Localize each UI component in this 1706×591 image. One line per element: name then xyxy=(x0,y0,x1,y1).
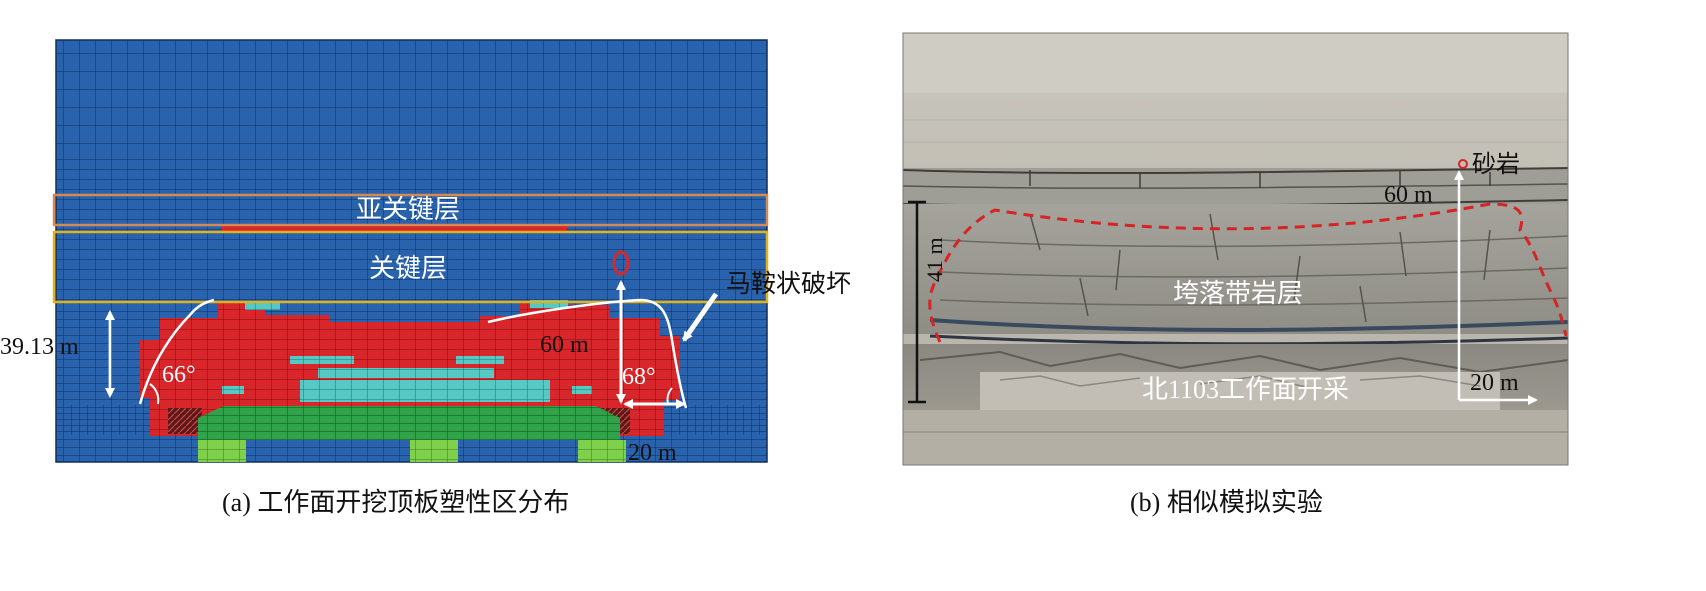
panel-a-figure: 亚关键层 关键层 66° 68° 60 m 20 m 39.13 m 马鞍状破坏 xyxy=(0,39,851,466)
sub-key-stratum-label: 亚关键层 xyxy=(356,195,460,224)
dim-60-label: 60 m xyxy=(540,332,589,358)
experiment-photo xyxy=(902,32,1569,466)
cyan-cell xyxy=(572,386,592,394)
key-stratum-box xyxy=(52,230,769,304)
sub-key-stratum-box xyxy=(52,193,769,227)
caving-boundary-dashed xyxy=(928,202,1568,343)
light-green-block xyxy=(410,440,458,462)
saddle-failure-arrow xyxy=(681,292,719,342)
mesh-top-zone xyxy=(56,40,767,155)
dim-20-label: 20 m xyxy=(628,440,677,466)
dim-20-label: 20 m xyxy=(1470,370,1519,396)
plastic-strip-sub-key xyxy=(222,226,567,231)
panel-b-figure: 41 m 砂岩 60 m 20 m 垮落带岩层 北1103工作面开采 xyxy=(902,32,1569,466)
angle-right-label: 68° xyxy=(622,364,656,390)
saddle-failure-curve xyxy=(138,298,688,409)
angle-arc-left xyxy=(149,383,160,405)
key-stratum-label: 关键层 xyxy=(369,254,447,283)
caving-zone-label: 垮落带岩层 xyxy=(1173,279,1303,308)
dim-height-label: 39.13 m xyxy=(0,334,79,360)
cyan-cell xyxy=(318,368,494,378)
plastic-zone-green xyxy=(198,406,620,440)
light-green-block xyxy=(198,440,246,462)
working-face-label: 北1103工作面开采 xyxy=(1142,375,1349,404)
light-green-block xyxy=(578,440,626,462)
cyan-cell xyxy=(290,356,354,364)
panel-a-caption: (a) 工作面开挖顶板塑性区分布 xyxy=(222,488,570,517)
cyan-cell xyxy=(300,380,550,402)
dim-60-label: 60 m xyxy=(1384,182,1433,208)
sandstone-marker-circle xyxy=(612,250,630,276)
panel-b-caption: (b) 相似模拟实验 xyxy=(1130,488,1323,517)
cyan-cell xyxy=(222,386,244,394)
panel-a-numerical-model: 亚关键层 关键层 66° 68° 60 m 20 m 39.13 m 马鞍状破坏… xyxy=(0,39,851,517)
saddle-failure-label: 马鞍状破坏 xyxy=(726,270,851,298)
sandstone-marker-circle xyxy=(1458,159,1468,169)
goaf-left-corner xyxy=(168,408,202,434)
cyan-cell xyxy=(530,300,568,308)
angle-left-label: 66° xyxy=(162,362,196,388)
panel-b-similarity-experiment: 41 m 砂岩 60 m 20 m 垮落带岩层 北1103工作面开采 (b) 相… xyxy=(880,0,1706,587)
cyan-cell xyxy=(456,356,504,364)
sandstone-label: 砂岩 xyxy=(1472,151,1520,178)
dim-41-label: 41 m xyxy=(922,237,947,282)
cyan-cell xyxy=(245,302,280,310)
